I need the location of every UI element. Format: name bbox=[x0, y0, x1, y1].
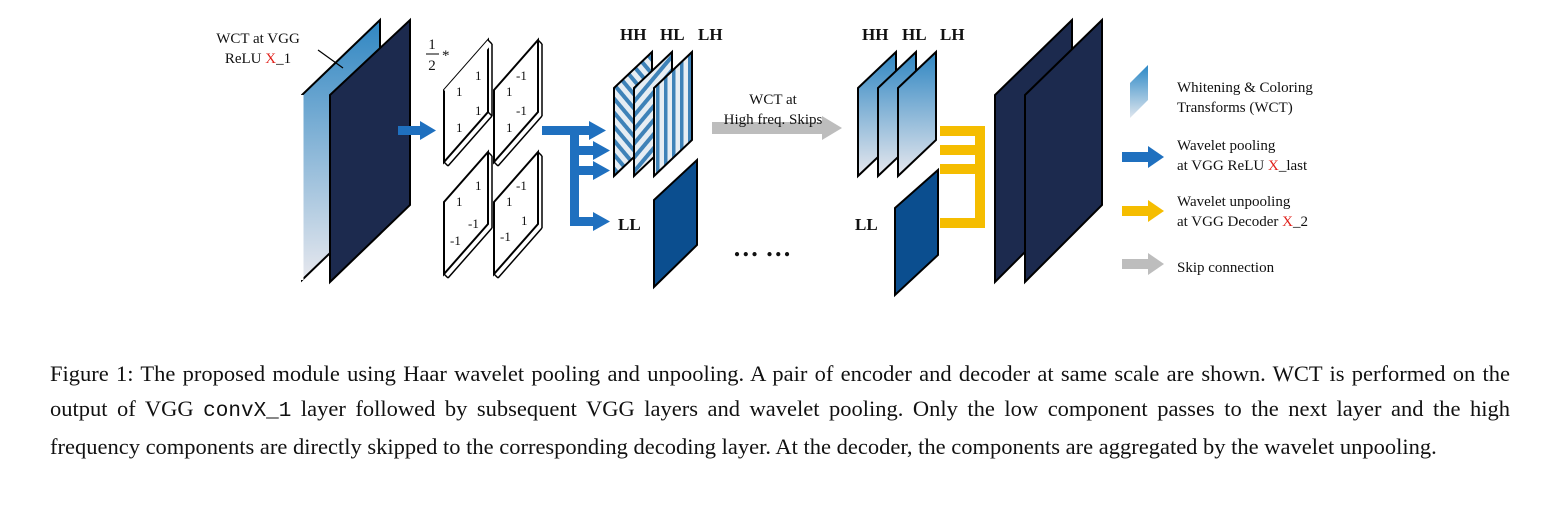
legend-wct-swatch bbox=[1130, 65, 1148, 118]
legend-unpool-line2: at VGG Decoder X_2 bbox=[1177, 214, 1308, 230]
encoder-ll-band bbox=[653, 157, 698, 290]
ellipsis: … … bbox=[733, 233, 792, 262]
encoder-hl-label: HL bbox=[660, 25, 685, 44]
haar-filter-ll: 1 1 1 1 bbox=[443, 37, 493, 167]
legend-pool-line2: at VGG ReLU X_last bbox=[1177, 158, 1308, 174]
svg-text:-1: -1 bbox=[516, 178, 527, 193]
decoder-feature-maps bbox=[994, 17, 1103, 285]
encoder-hh-label: HH bbox=[620, 25, 646, 44]
decoder-ll-label: LL bbox=[855, 215, 878, 234]
encoder-lh-label: LH bbox=[698, 25, 723, 44]
pool-input-arrow bbox=[398, 121, 436, 140]
haar-filter-hl: -1 1 -1 1 bbox=[493, 37, 543, 167]
caption-code: convX_1 bbox=[203, 400, 292, 423]
svg-text:*: * bbox=[442, 48, 450, 64]
encoder-feature-maps bbox=[300, 17, 411, 285]
decoder-high-bands bbox=[857, 49, 937, 179]
svg-text:1: 1 bbox=[475, 178, 482, 193]
svg-text:2: 2 bbox=[428, 58, 436, 74]
high-freq-skip-arrow bbox=[712, 116, 842, 140]
legend-unpool-arrow bbox=[1122, 200, 1164, 222]
wavelet-unpool-arrows bbox=[940, 126, 985, 228]
wavelet-pool-arrows bbox=[542, 121, 610, 231]
caption-text-2: layer followed by subsequent VGG layers … bbox=[50, 396, 1510, 459]
svg-text:-1: -1 bbox=[516, 103, 527, 118]
legend: Whitening & Coloring Transforms (WCT) Wa… bbox=[1122, 65, 1313, 276]
svg-text:1: 1 bbox=[506, 120, 513, 135]
svg-text:-1: -1 bbox=[468, 216, 479, 231]
svg-text:1: 1 bbox=[506, 84, 513, 99]
svg-text:-1: -1 bbox=[500, 229, 511, 244]
decoder-lh-label: LH bbox=[940, 25, 965, 44]
vgg-feature-map bbox=[329, 17, 411, 285]
svg-text:1: 1 bbox=[521, 213, 528, 228]
wct-at-vgg-label: WCT at VGG ReLU X_1 bbox=[216, 31, 344, 69]
svg-text:-1: -1 bbox=[450, 233, 461, 248]
wct-label-line1: WCT at VGG bbox=[216, 31, 300, 47]
svg-text:1: 1 bbox=[456, 84, 463, 99]
svg-text:1: 1 bbox=[475, 103, 482, 118]
legend-pool-arrow bbox=[1122, 146, 1164, 168]
haar-filter-lh: 1 1 -1 -1 bbox=[443, 149, 493, 279]
decoder-hh-label: HH bbox=[862, 25, 888, 44]
haar-filter-hh: -1 1 1 -1 bbox=[493, 149, 543, 279]
svg-text:1: 1 bbox=[456, 120, 463, 135]
skip-label-line1: WCT at bbox=[749, 92, 797, 108]
architecture-diagram: WCT at VGG ReLU X_1 1 2 * 1 1 1 1 -1 1 - bbox=[216, 17, 1313, 298]
encoder-high-bands bbox=[613, 49, 693, 179]
decoder-lh-band bbox=[897, 49, 937, 179]
caption-text-1: Figure 1: The proposed module using Haar… bbox=[50, 361, 1510, 421]
legend-pool-line1: Wavelet pooling bbox=[1177, 138, 1276, 154]
encoder-lh-band bbox=[653, 49, 693, 179]
decoder-hl-label: HL bbox=[902, 25, 927, 44]
legend-skip-label: Skip connection bbox=[1177, 260, 1275, 276]
svg-text:1: 1 bbox=[475, 68, 482, 83]
legend-wct-line2: Transforms (WCT) bbox=[1177, 100, 1293, 116]
skip-label-line2: High freq. Skips bbox=[724, 112, 823, 128]
legend-skip-arrow bbox=[1122, 253, 1164, 275]
half-factor: 1 2 * bbox=[426, 37, 450, 74]
legend-unpool-line1: Wavelet unpooling bbox=[1177, 194, 1291, 210]
svg-text:-1: -1 bbox=[516, 68, 527, 83]
svg-text:1: 1 bbox=[456, 194, 463, 209]
decoder-map-front bbox=[1024, 17, 1103, 285]
svg-text:1: 1 bbox=[506, 194, 513, 209]
decoder-ll-band bbox=[894, 167, 939, 298]
legend-wct-line1: Whitening & Coloring bbox=[1177, 80, 1313, 96]
svg-text:ReLU X_1: ReLU X_1 bbox=[225, 51, 291, 67]
encoder-ll-label: LL bbox=[618, 215, 641, 234]
svg-text:1: 1 bbox=[428, 37, 436, 53]
figure-caption: Figure 1: The proposed module using Haar… bbox=[50, 356, 1510, 464]
